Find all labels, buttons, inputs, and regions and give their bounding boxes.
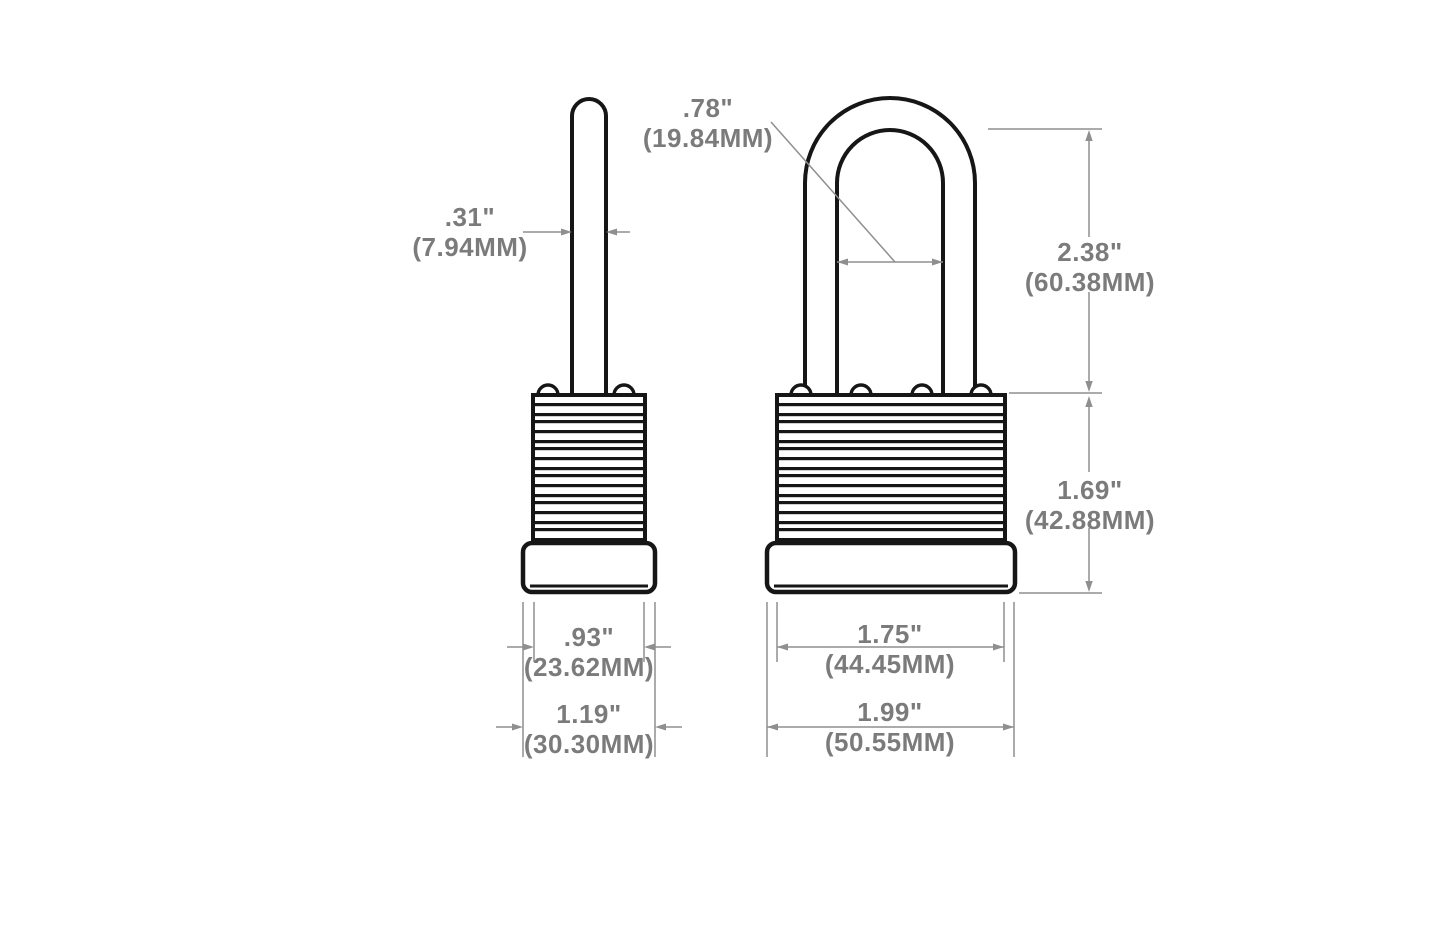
dim-value-inches: .31"	[444, 202, 496, 232]
dim-shackle-diameter-lines	[523, 228, 630, 236]
dim-value-inches: 1.75"	[857, 619, 923, 649]
front-shackle-inner	[835, 128, 945, 398]
dim-value-mm: (42.88MM)	[1024, 505, 1156, 535]
dim-value-inches: 2.38"	[1057, 237, 1123, 267]
dim-base-depth-lines	[496, 602, 682, 757]
dim-body-height-label: 1.69" (42.88MM)	[1025, 475, 1155, 535]
dim-value-mm: (19.84MM)	[642, 123, 774, 153]
dim-shackle-inner-width-label: .78" (19.84MM)	[643, 93, 773, 153]
dim-value-mm: (44.45MM)	[824, 649, 956, 679]
dim-value-mm: (23.62MM)	[523, 652, 655, 682]
dim-value-inches: 1.19"	[556, 699, 622, 729]
dim-shackle-height-label: 2.38" (60.38MM)	[1025, 237, 1155, 297]
dim-body-height-lines	[1019, 396, 1102, 594]
side-base	[520, 540, 658, 595]
dim-body-width-lines	[776, 602, 1005, 662]
front-body-laminations	[779, 397, 1003, 541]
dim-value-mm: (60.38MM)	[1024, 267, 1156, 297]
dim-base-width-label: 1.99" (50.55MM)	[825, 697, 955, 757]
padlock-side-view	[520, 97, 658, 595]
dim-body-width-label: 1.75" (44.45MM)	[825, 619, 955, 679]
side-shackle	[570, 97, 608, 398]
front-base	[764, 540, 1018, 595]
dim-base-width-lines	[766, 602, 1015, 757]
padlock-front-view	[764, 96, 1018, 595]
dim-value-mm: (30.30MM)	[523, 729, 655, 759]
dim-value-inches: 1.99"	[857, 697, 923, 727]
leader-line	[770, 121, 896, 263]
dim-value-mm: (50.55MM)	[824, 727, 956, 757]
dim-value-inches: 1.69"	[1057, 475, 1123, 505]
dim-shackle-height-lines	[988, 128, 1102, 394]
side-body-laminations	[535, 397, 643, 541]
dim-shackle-diameter-label: .31" (7.94MM)	[412, 202, 527, 262]
dim-value-mm: (7.94MM)	[412, 232, 528, 262]
dim-base-depth-label: 1.19" (30.30MM)	[524, 699, 654, 759]
dim-body-depth-lines	[507, 602, 671, 662]
dimension-graphics	[496, 121, 1102, 757]
dim-value-inches: .93"	[563, 622, 615, 652]
dim-shackle-inner-width-lines	[770, 121, 943, 266]
dim-body-depth-label: .93" (23.62MM)	[524, 622, 654, 682]
dim-value-inches: .78"	[682, 93, 734, 123]
